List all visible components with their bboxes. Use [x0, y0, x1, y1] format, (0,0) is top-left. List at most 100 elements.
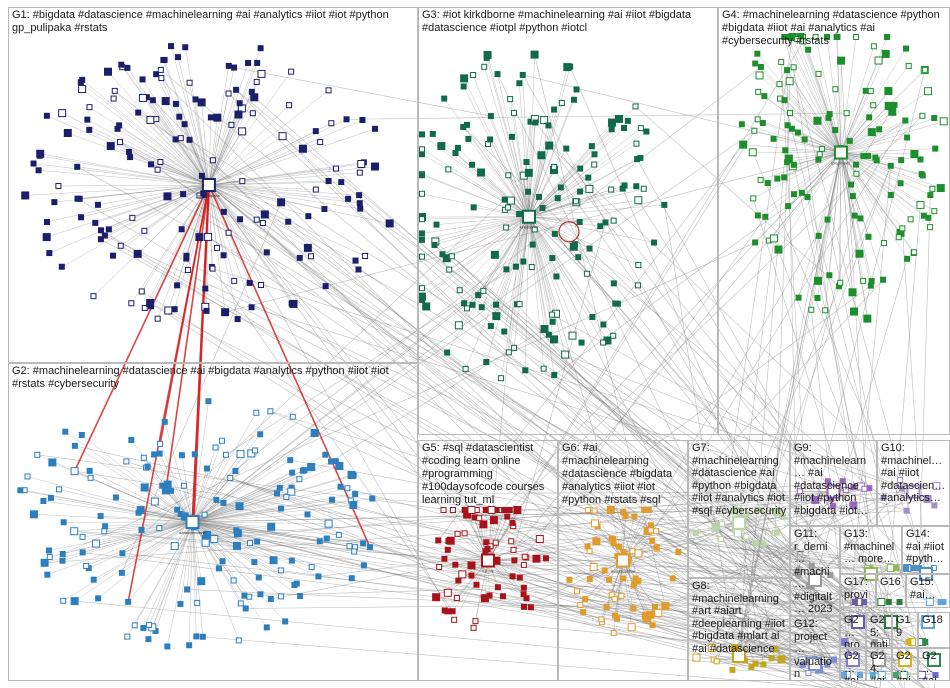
- vertex[interactable]: [550, 335, 559, 344]
- vertex[interactable]: [501, 507, 508, 513]
- vertex[interactable]: [219, 558, 226, 565]
- vertex[interactable]: [94, 201, 101, 208]
- vertex[interactable]: [880, 494, 887, 501]
- vertex[interactable]: [419, 131, 425, 138]
- vertex[interactable]: [505, 172, 512, 179]
- vertex[interactable]: [653, 528, 660, 535]
- vertex[interactable]: [215, 565, 222, 572]
- vertex[interactable]: [899, 671, 908, 679]
- vertex[interactable]: [140, 454, 147, 461]
- vertex[interactable]: [487, 113, 494, 120]
- vertex[interactable]: [850, 484, 857, 491]
- vertex[interactable]: [197, 577, 206, 586]
- vertex[interactable]: [86, 467, 93, 474]
- vertex[interactable]: [516, 211, 523, 218]
- vertex[interactable]: [523, 158, 530, 165]
- vertex[interactable]: [111, 87, 118, 94]
- vertex[interactable]: [333, 165, 340, 172]
- vertex[interactable]: [630, 605, 637, 612]
- vertex[interactable]: [158, 75, 165, 82]
- vertex[interactable]: [451, 616, 458, 623]
- vertex[interactable]: [422, 302, 431, 311]
- vertex[interactable]: [708, 644, 717, 652]
- vertex[interactable]: [35, 167, 42, 174]
- vertex[interactable]: [661, 602, 670, 611]
- vertex[interactable]: [752, 60, 759, 67]
- vertex[interactable]: [540, 116, 549, 125]
- vertex[interactable]: [572, 198, 579, 205]
- vertex[interactable]: [253, 79, 260, 86]
- vertex[interactable]: [773, 529, 780, 536]
- vertex[interactable]: [795, 571, 802, 578]
- vertex[interactable]: [205, 398, 212, 405]
- vertex[interactable]: [324, 519, 333, 528]
- vertex[interactable]: [586, 245, 593, 252]
- vertex[interactable]: [868, 277, 875, 284]
- vertex[interactable]: [282, 618, 289, 625]
- vertex[interactable]: [154, 166, 161, 173]
- vertex[interactable]: [616, 543, 623, 550]
- vertex[interactable]: [371, 162, 380, 171]
- vertex[interactable]: [880, 276, 887, 283]
- vertex[interactable]: [213, 496, 220, 503]
- vertex[interactable]: [582, 596, 589, 603]
- vertex[interactable]: [857, 672, 863, 678]
- vertex[interactable]: [932, 482, 941, 491]
- vertex[interactable]: [441, 607, 448, 614]
- vertex[interactable]: [940, 599, 947, 605]
- vertex[interactable]: [348, 575, 355, 582]
- vertex[interactable]: [818, 145, 825, 152]
- vertex[interactable]: [784, 154, 793, 163]
- vertex[interactable]: [419, 285, 425, 292]
- vertex[interactable]: [520, 603, 527, 610]
- vertex[interactable]: [551, 106, 558, 113]
- vertex[interactable]: [467, 506, 476, 514]
- vertex[interactable]: [634, 549, 643, 558]
- vertex[interactable]: [513, 507, 520, 513]
- vertex[interactable]: [219, 437, 226, 444]
- vertex[interactable]: [338, 179, 345, 186]
- vertex[interactable]: [508, 133, 515, 140]
- vertex[interactable]: [419, 172, 425, 179]
- vertex[interactable]: [832, 86, 839, 93]
- vertex[interactable]: [112, 494, 119, 501]
- vertex[interactable]: [606, 506, 615, 514]
- vertex[interactable]: [535, 535, 544, 544]
- vertex[interactable]: [814, 294, 821, 301]
- vertex[interactable]: [321, 205, 328, 212]
- vertex[interactable]: [154, 315, 161, 322]
- vertex[interactable]: [536, 193, 543, 200]
- vertex[interactable]: [586, 575, 593, 582]
- vertex[interactable]: [87, 474, 94, 481]
- vertex[interactable]: [781, 97, 788, 104]
- vertex[interactable]: [591, 161, 598, 168]
- vertex[interactable]: [754, 50, 761, 57]
- vertex[interactable]: [898, 485, 905, 492]
- vertex[interactable]: [857, 215, 864, 222]
- hub-vertex[interactable]: [732, 515, 746, 530]
- vertex[interactable]: [238, 127, 247, 136]
- vertex[interactable]: [841, 672, 847, 678]
- vertex[interactable]: [291, 582, 298, 589]
- vertex[interactable]: [510, 546, 517, 553]
- vertex[interactable]: [70, 467, 79, 476]
- vertex[interactable]: [589, 313, 596, 320]
- vertex[interactable]: [297, 593, 304, 600]
- vertex[interactable]: [754, 507, 761, 513]
- vertex[interactable]: [157, 159, 164, 166]
- vertex[interactable]: [29, 510, 38, 519]
- vertex[interactable]: [104, 67, 113, 76]
- vertex[interactable]: [503, 266, 510, 273]
- vertex[interactable]: [58, 109, 67, 118]
- vertex[interactable]: [516, 301, 523, 308]
- vertex[interactable]: [489, 516, 498, 525]
- vertex[interactable]: [273, 490, 280, 497]
- vertex[interactable]: [356, 169, 363, 176]
- vertex[interactable]: [308, 564, 315, 571]
- vertex[interactable]: [931, 502, 938, 509]
- vertex[interactable]: [632, 103, 639, 110]
- vertex[interactable]: [522, 367, 529, 374]
- vertex[interactable]: [307, 462, 316, 471]
- vertex[interactable]: [608, 186, 615, 193]
- vertex[interactable]: [199, 633, 206, 640]
